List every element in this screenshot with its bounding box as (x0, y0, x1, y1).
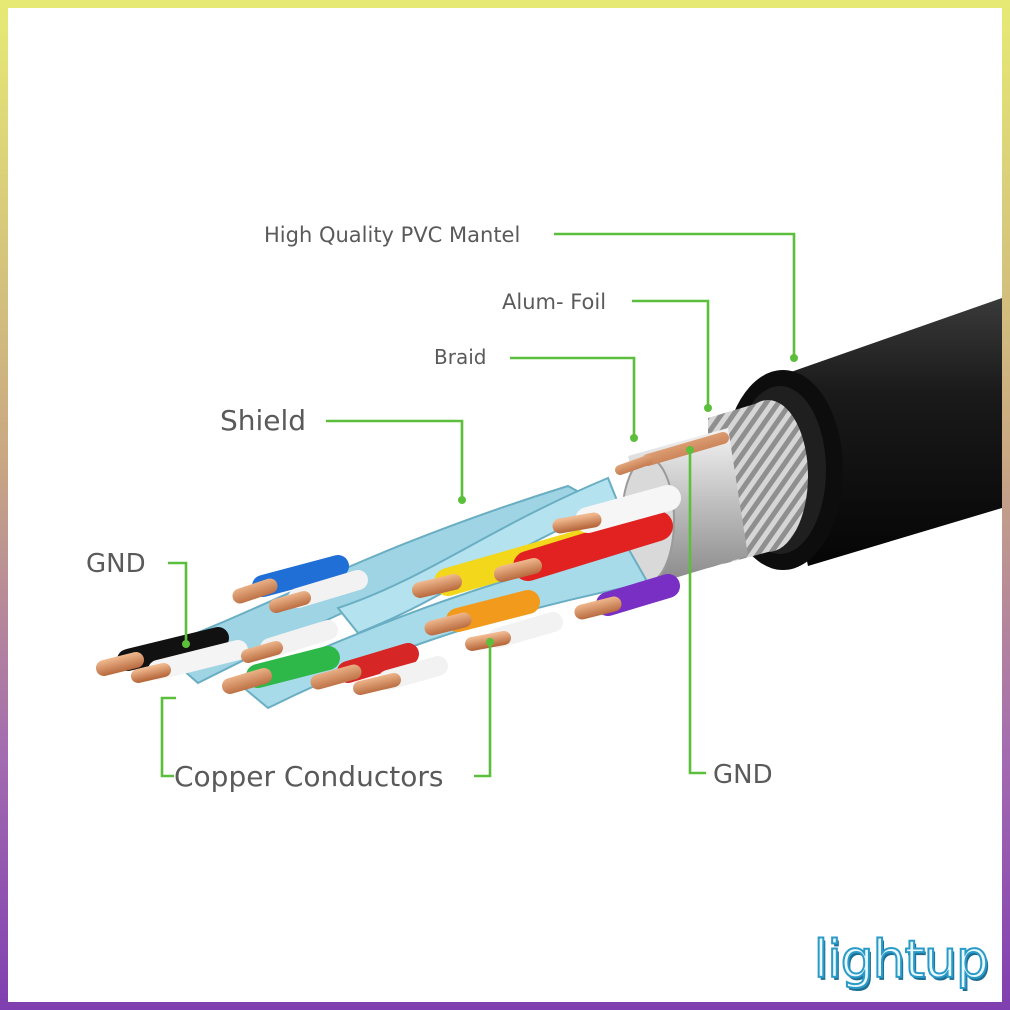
label-alum-foil: Alum- Foil (502, 290, 606, 314)
label-braid: Braid (434, 345, 486, 369)
label-gnd-left: GND (86, 549, 146, 579)
leader-copper-conductors-right (474, 642, 492, 778)
colored-wires (96, 432, 729, 695)
leader-copper-conductors (160, 696, 176, 778)
leader-braid (510, 356, 636, 438)
leader-gnd-right (688, 450, 706, 775)
image-frame: High Quality PVC Mantel Alum- Foil Braid… (8, 8, 1002, 1002)
leader-lines (160, 232, 798, 778)
leader-alum-foil (632, 299, 710, 408)
label-shield: Shield (220, 404, 306, 437)
leader-gnd-left (168, 561, 188, 644)
label-pvc-mantel: High Quality PVC Mantel (264, 223, 520, 247)
cable-diagram: High Quality PVC Mantel Alum- Foil Braid… (86, 223, 1002, 793)
label-copper-conductors: Copper Conductors (174, 760, 443, 793)
label-gnd-right: GND (713, 760, 773, 790)
leader-pvc-mantel (554, 232, 796, 358)
leader-shield (326, 419, 464, 500)
brand-logo: lightup (813, 929, 990, 991)
